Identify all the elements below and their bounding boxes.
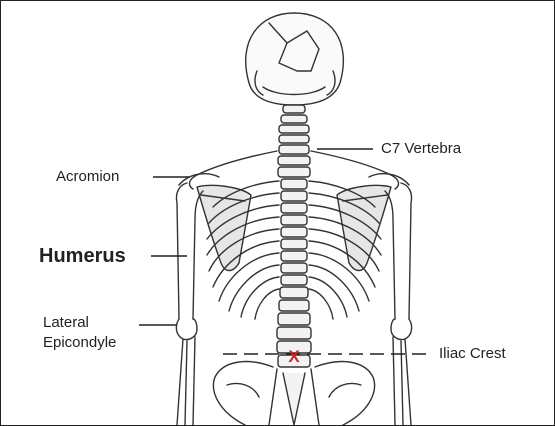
humerus-label: Humerus (39, 243, 126, 270)
c7-vertebra-label: C7 Vertebra (381, 139, 461, 159)
acromion-label: Acromion (56, 167, 119, 187)
lateral-epicondyle-label-line1: Lateral (43, 313, 89, 333)
iliac-crest-label: Iliac Crest (439, 344, 506, 364)
pelvis (213, 362, 374, 425)
lateral-epicondyle-label-line2: Epicondyle (43, 333, 116, 353)
right-arm (385, 183, 412, 425)
landmark-x-marker: X (288, 347, 300, 366)
cervical-spine (278, 105, 310, 177)
left-arm (176, 183, 203, 425)
spine (277, 179, 311, 367)
skull (246, 13, 344, 105)
